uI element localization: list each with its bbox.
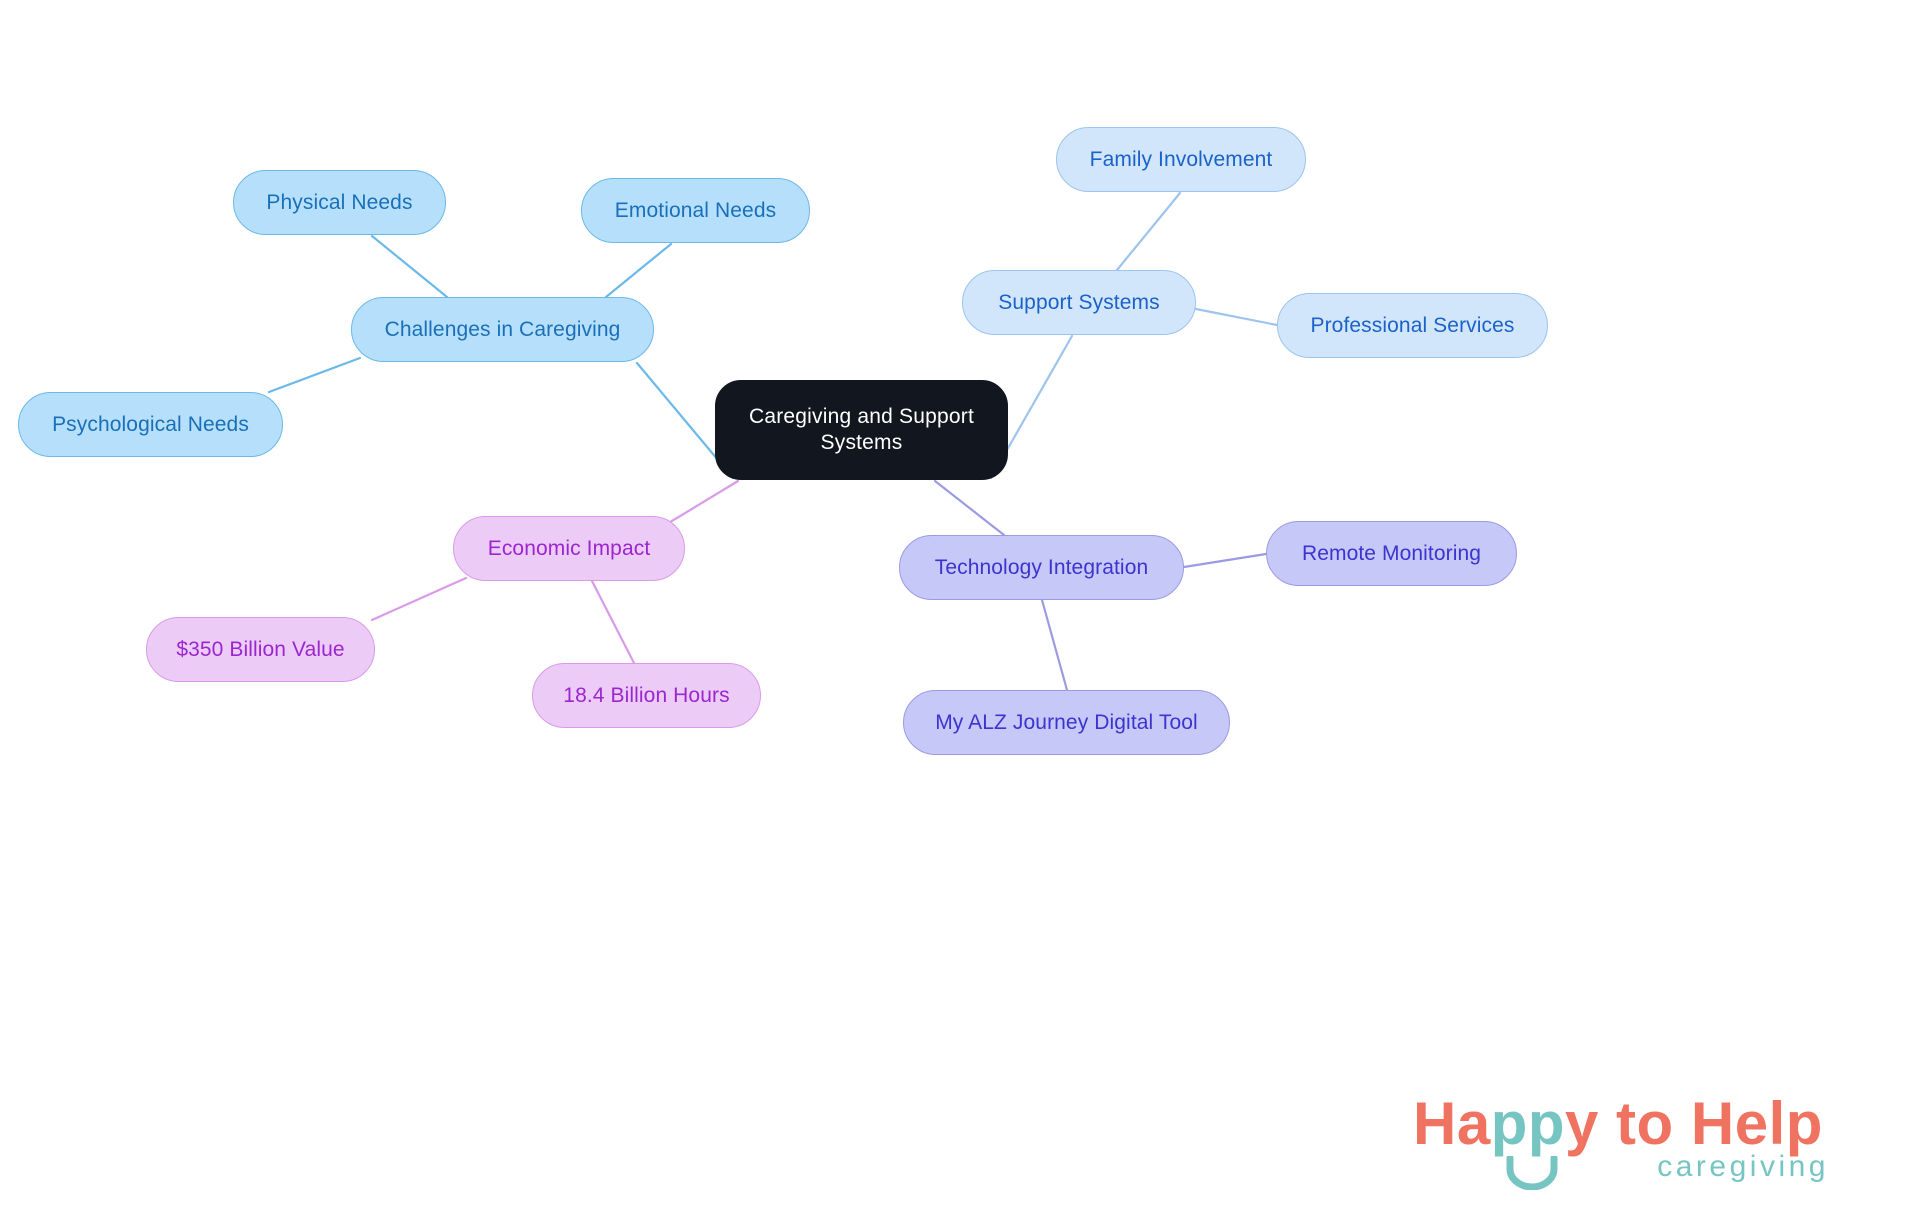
logo-wordmark: Happy to Help [1413,1094,1823,1154]
node-label-technology-integration: Technology Integration [934,555,1149,579]
logo-tagline: caregiving [1657,1150,1829,1183]
node-label-challenges: Challenges in Caregiving [384,317,621,341]
node-label-18-4-billion-hours: 18.4 Billion Hours [563,683,730,707]
node-18-4-billion-hours[interactable]: 18.4 Billion Hours [532,663,761,728]
node-emotional-needs[interactable]: Emotional Needs [581,178,810,243]
logo-text-ha: Ha [1413,1090,1491,1157]
node-label-professional-services: Professional Services [1310,313,1515,337]
logo-text-help: Help [1690,1090,1823,1157]
edge-economic-350 [370,576,468,622]
node-label-remote-monitoring: Remote Monitoring [1301,541,1482,565]
smile-arc-icon [1506,1156,1558,1190]
edge-economic-hours [590,579,636,665]
node-remote-monitoring[interactable]: Remote Monitoring [1266,521,1517,586]
node-350-billion-value[interactable]: $350 Billion Value [146,617,375,682]
node-physical-needs[interactable]: Physical Needs [233,170,446,235]
node-psychological-needs[interactable]: Psychological Needs [18,392,283,457]
edge-challenges-physical [370,234,449,299]
node-challenges[interactable]: Challenges in Caregiving [351,297,654,362]
node-label-psychological-needs: Psychological Needs [52,412,249,436]
edge-challenges-psychological [267,356,362,394]
node-label-physical-needs: Physical Needs [266,190,413,214]
node-label-economic-impact: Economic Impact [487,536,651,560]
edge-support-family [1115,191,1182,272]
node-root[interactable]: Caregiving and Support Systems [715,380,1008,480]
edge-technology-remote [1182,552,1268,569]
brand-logo: Happy to Help caregiving [1413,1094,1833,1196]
edge-root-technology [933,479,1006,537]
node-my-alz-journey-digital-tool[interactable]: My ALZ Journey Digital Tool [903,690,1230,755]
edge-challenges-emotional [604,242,673,299]
edge-technology-alz [1040,598,1069,692]
logo-text-pp: pp [1490,1090,1566,1157]
node-label-support-systems: Support Systems [998,290,1160,314]
node-label-family-involvement: Family Involvement [1089,147,1273,171]
node-support-systems[interactable]: Support Systems [962,270,1196,335]
edge-root-economic [665,479,740,526]
logo-text-to: to [1598,1090,1691,1157]
node-economic-impact[interactable]: Economic Impact [453,516,685,581]
logo-text-y: y [1565,1090,1599,1157]
node-technology-integration[interactable]: Technology Integration [899,535,1184,600]
node-label-my-alz-journey-digital-tool: My ALZ Journey Digital Tool [935,710,1198,734]
node-label-350-billion-value: $350 Billion Value [176,637,345,661]
edge-support-professional [1194,307,1279,327]
node-professional-services[interactable]: Professional Services [1277,293,1548,358]
node-family-involvement[interactable]: Family Involvement [1056,127,1306,192]
node-label-root: Caregiving and Support Systems [748,405,975,454]
node-label-emotional-needs: Emotional Needs [614,198,777,222]
